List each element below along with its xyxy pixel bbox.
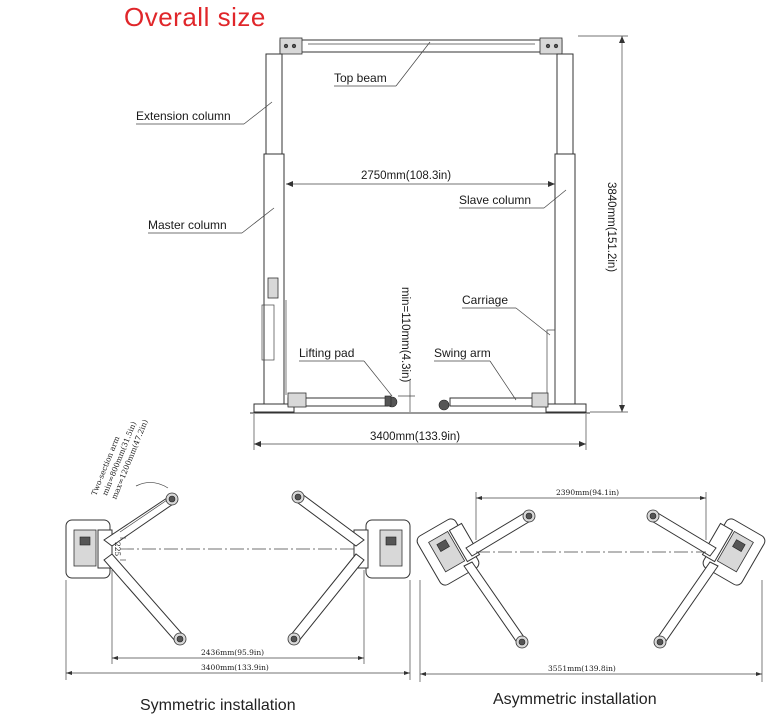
sym-left-post-inner <box>73 529 97 567</box>
dim-overall-width: 3400mm(133.9in) <box>370 431 460 443</box>
asym-arm-right-upper <box>646 509 717 557</box>
slave-column-base <box>545 403 587 413</box>
dim-height: 3840mm(151.2in) <box>605 182 617 272</box>
top-beam-left-bracket <box>279 37 303 55</box>
slave-column <box>554 153 576 407</box>
sym-arm-left-upper <box>103 492 179 547</box>
sym-offset: 225 <box>113 542 122 557</box>
label-slave-column: Slave column <box>459 193 531 207</box>
dim-inner-width: 2750mm(108.3in) <box>361 170 451 182</box>
page-title: Overall size <box>124 2 266 32</box>
master-column-base <box>253 403 295 413</box>
caption-asymmetric: Asymmetric installation <box>493 691 657 708</box>
label-master-column: Master column <box>148 218 227 232</box>
asym-top-width: 2390mm(94.1in) <box>556 488 619 497</box>
asym-arm-left-upper <box>465 509 536 557</box>
symmetric-view: 225 Two-section arm min=800mm(31.5in) ma… <box>65 418 411 680</box>
label-swing-arm: Swing arm <box>434 346 491 360</box>
label-carriage: Carriage <box>462 293 508 307</box>
dim-min-height: min=110mm(4.3in) <box>399 287 411 383</box>
sym-arm-left-lower <box>103 553 187 646</box>
label-extension-column: Extension column <box>136 109 231 123</box>
right-swing-arm <box>449 397 547 407</box>
asym-overall-width: 3551mm(139.8in) <box>548 664 616 673</box>
asymmetric-view: 2390mm(94.1in) 3551mm(139.8in) <box>416 488 766 682</box>
top-beam-right-bracket <box>539 37 563 55</box>
label-lifting-pad: Lifting pad <box>299 346 354 360</box>
caption-symmetric: Symmetric installation <box>140 697 296 714</box>
sym-overall-width: 3400mm(133.9in) <box>201 663 269 672</box>
extension-column-right <box>556 53 574 155</box>
lifting-pad-right <box>438 399 450 411</box>
sym-arm-right-upper <box>291 490 365 547</box>
control-box <box>267 277 279 299</box>
asym-arm-right-lower <box>653 561 719 649</box>
label-top-beam: Top beam <box>334 71 387 85</box>
extension-column-left <box>265 53 283 155</box>
sym-inner-width: 2436mm(95.9in) <box>201 648 264 657</box>
sym-right-post-inner <box>379 529 403 567</box>
sym-arm-right-lower <box>287 553 365 646</box>
top-beam <box>279 39 563 53</box>
front-view: 2750mm(108.3in) 3840mm(151.2in) min=110m… <box>136 35 628 450</box>
asym-arm-left-lower <box>463 561 529 649</box>
